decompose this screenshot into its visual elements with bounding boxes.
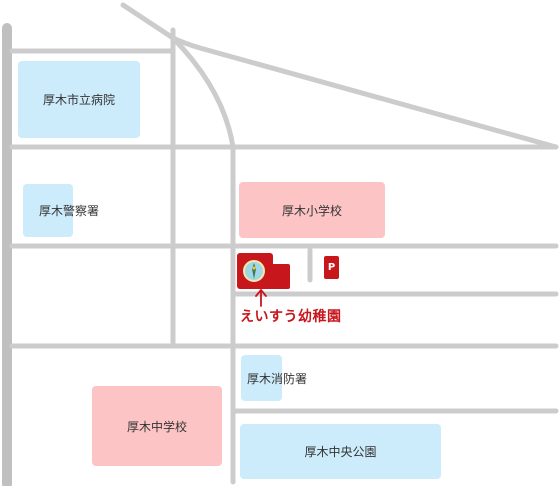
destination-label: えいすう幼稚園 bbox=[240, 309, 342, 325]
police-label: 厚木警察署 bbox=[39, 204, 100, 218]
up-arrow-icon bbox=[255, 289, 267, 307]
parking-icon: P bbox=[324, 256, 339, 279]
kindergarten-building-icon bbox=[237, 253, 290, 289]
road-curve bbox=[170, 35, 236, 150]
fire-station-label: 厚木消防署 bbox=[247, 371, 308, 386]
road-diagonal-top bbox=[120, 2, 176, 41]
park-block bbox=[240, 424, 441, 479]
fire-station-block bbox=[241, 355, 282, 401]
parking-label: P bbox=[327, 262, 336, 273]
junior-high-block bbox=[92, 386, 222, 466]
elementary-school-label: 厚木小学校 bbox=[281, 203, 342, 218]
hospital-block bbox=[18, 61, 140, 138]
hospital-label: 厚木市立病院 bbox=[42, 93, 115, 107]
park-label: 厚木中央公園 bbox=[304, 445, 377, 459]
junior-high-label: 厚木中学校 bbox=[126, 419, 187, 434]
elementary-school-block bbox=[239, 182, 385, 238]
police-block bbox=[23, 184, 73, 237]
